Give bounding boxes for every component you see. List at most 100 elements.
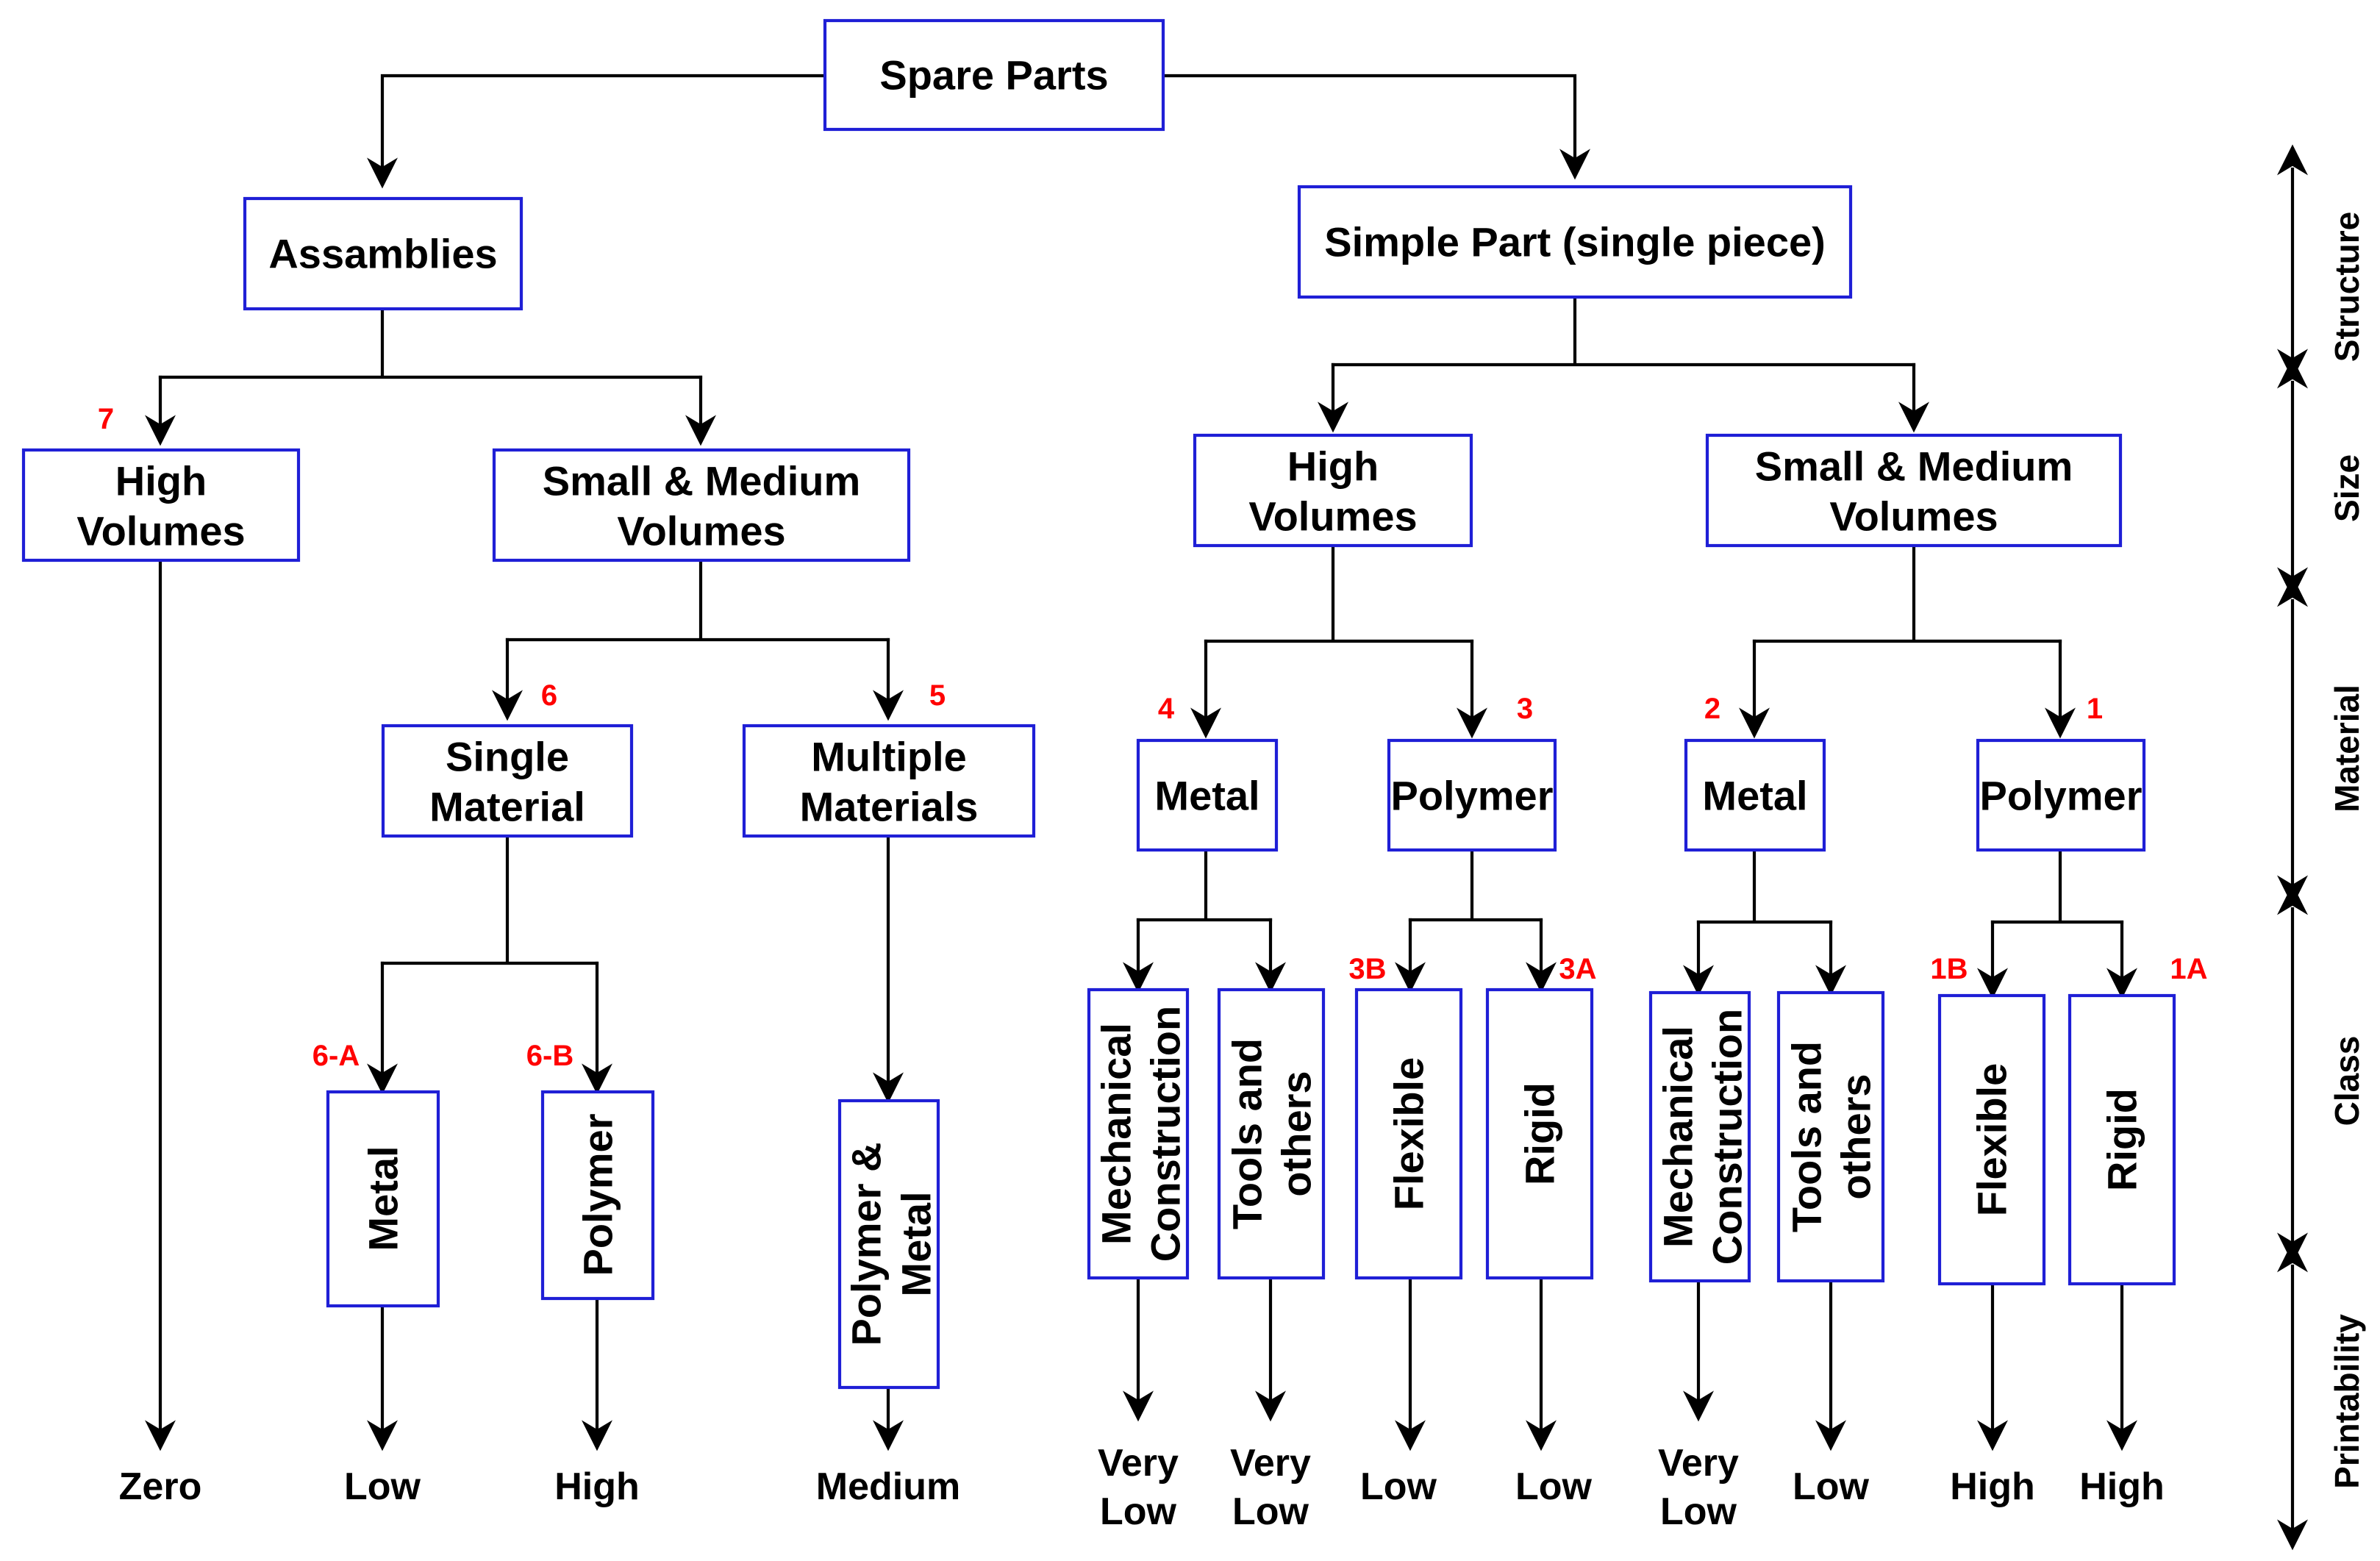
node-hv-mech-line2: Construction	[1143, 1006, 1189, 1262]
node-smv-flexible: Flexible	[1937, 993, 2046, 1286]
connector-simple-split	[1331, 295, 1916, 367]
node-pm-line1: Polymer &	[843, 1143, 890, 1346]
node-sp-small-medium-volumes: Small & Medium Volumes	[1705, 433, 2123, 548]
tag-3b: 3B	[1348, 953, 1386, 985]
connector-single-split	[380, 834, 599, 965]
node-hv-flexible: Flexible	[1354, 987, 1463, 1280]
node-multi-line1: Multiple	[811, 734, 967, 780]
connector-sphigh-split	[1204, 543, 1474, 643]
axis-label-printability: Printability	[2328, 1314, 2366, 1489]
node-hv-polymer-label: Polymer	[1391, 773, 1554, 819]
node-single-polymer-label: Polymer	[575, 1114, 621, 1276]
connector-hvmetal-split	[1136, 848, 1273, 922]
node-simple-part: Simple Part (single piece)	[1297, 185, 1853, 299]
axis-label-size: Size	[2328, 454, 2366, 522]
node-simple-part-label: Simple Part (single piece)	[1324, 219, 1826, 265]
connector-assemblies-split	[158, 307, 703, 379]
node-single-line1: Single	[446, 734, 569, 780]
connector-spare-assemblies	[367, 74, 827, 189]
print-high-6b: High	[554, 1465, 640, 1508]
tag-6a: 6-A	[312, 1040, 360, 1072]
print-smv-rigid: High	[2079, 1465, 2165, 1508]
node-single-polymer: Polymer	[540, 1090, 655, 1301]
node-pm-line2: Metal	[893, 1191, 940, 1296]
node-smv-polymer: Polymer	[1976, 738, 2146, 852]
node-smv-tools-line2: others	[1833, 1074, 1879, 1199]
node-smv-tools-others: Tools and others	[1776, 990, 1885, 1283]
connector-smvmetal-split	[1696, 848, 1833, 924]
node-hv-polymer: Polymer	[1387, 738, 1557, 852]
tag-3a: 3A	[1559, 953, 1596, 985]
node-single-material: Single Material	[381, 724, 634, 838]
print-smv-tools: Low	[1793, 1465, 1870, 1508]
print-hv-rigid: Low	[1515, 1465, 1593, 1508]
print-hv-mech-line1: Very	[1098, 1442, 1179, 1485]
node-smv-metal-label: Metal	[1702, 773, 1807, 819]
connector-smvpoly-split	[1990, 848, 2124, 924]
print-hv-mech-line2: Low	[1100, 1490, 1177, 1533]
tag-1b: 1B	[1930, 953, 1968, 985]
print-hv-tools-line1: Very	[1230, 1442, 1311, 1485]
node-single-metal: Metal	[326, 1090, 440, 1308]
print-hv-tools-line2: Low	[1232, 1490, 1309, 1533]
node-asm-small-line1: Small & Medium	[543, 458, 861, 504]
node-smv-flex-label: Flexible	[1969, 1063, 2015, 1217]
node-smv-polymer-label: Polymer	[1980, 773, 2143, 819]
node-single-line2: Material	[429, 784, 585, 830]
print-smv-flex: High	[1950, 1465, 2035, 1508]
node-hv-mech-line1: Mechanical	[1093, 1023, 1140, 1245]
tag-6b: 6-B	[526, 1040, 573, 1072]
node-hv-tools-line2: others	[1273, 1071, 1320, 1196]
node-hv-flex-label: Flexible	[1386, 1057, 1432, 1211]
connector-spsmall-split	[1752, 543, 2062, 643]
node-spare-parts: Spare Parts	[823, 18, 1165, 132]
branch-tags: 7 6 5 4 3 2 1 6-A 6-B 3B 3A 1B 1A	[98, 403, 2208, 1072]
node-hv-tools-line1: Tools and	[1224, 1038, 1271, 1229]
printability-labels: Zero Low High Medium Very Low Very Low L…	[119, 1442, 2165, 1533]
node-hv-metal-label: Metal	[1154, 773, 1259, 819]
node-hv-rigid: Rigid	[1485, 987, 1594, 1280]
tag-2: 2	[1704, 693, 1720, 725]
print-hv-flex: Low	[1360, 1465, 1437, 1508]
node-hv-rigid-label: Rigid	[1517, 1082, 1563, 1185]
node-sp-small-line1: Small & Medium	[1755, 443, 2073, 490]
tag-4: 4	[1158, 693, 1175, 725]
print-zero: Zero	[119, 1465, 202, 1508]
tag-1: 1	[2087, 693, 2103, 725]
connector-asmsmall-split	[505, 558, 890, 642]
print-low-6a: Low	[344, 1465, 421, 1508]
connector-hvpoly-split	[1408, 848, 1543, 922]
node-smv-tools-line1: Tools and	[1784, 1041, 1830, 1232]
tag-3: 3	[1517, 693, 1533, 725]
node-assemblies-label: Assamblies	[268, 231, 497, 277]
connectors	[145, 74, 2137, 1451]
node-sp-high-line2: Volumes	[1248, 493, 1417, 540]
tag-5: 5	[929, 679, 946, 712]
node-sp-high-line1: High	[1287, 443, 1379, 490]
node-asm-high-line1: High	[115, 458, 207, 504]
node-multiple-materials: Multiple Materials	[742, 724, 1036, 838]
axis-label-material: Material	[2328, 685, 2366, 812]
level-axis: Structure Size Material Class Printabili…	[2277, 144, 2366, 1551]
axis-label-structure: Structure	[2328, 212, 2366, 362]
node-hv-mechanical-construction: Mechanical Construction	[1087, 987, 1190, 1280]
node-smv-rigid-label: Rigid	[2099, 1088, 2145, 1191]
node-hv-metal: Metal	[1136, 738, 1279, 852]
node-assemblies: Assamblies	[243, 196, 523, 311]
node-sp-high-volumes: High Volumes	[1193, 433, 1473, 548]
connector-spare-simple	[1161, 74, 1590, 180]
node-smv-mech-line2: Construction	[1704, 1009, 1751, 1265]
print-smv-mech-line1: Very	[1658, 1442, 1739, 1485]
node-smv-rigid: Rigid	[2068, 993, 2176, 1286]
tag-6: 6	[541, 679, 557, 712]
node-multi-line2: Materials	[800, 784, 979, 830]
node-sp-small-line2: Volumes	[1829, 493, 1998, 540]
tag-7: 7	[98, 403, 114, 435]
node-polymer-and-metal: Polymer & Metal	[837, 1099, 940, 1390]
node-hv-tools-others: Tools and others	[1217, 987, 1326, 1280]
node-asm-small-medium-volumes: Small & Medium Volumes	[492, 448, 911, 562]
axis-label-class: Class	[2328, 1036, 2366, 1126]
print-smv-mech-line2: Low	[1660, 1490, 1737, 1533]
tag-1a: 1A	[2170, 953, 2207, 985]
